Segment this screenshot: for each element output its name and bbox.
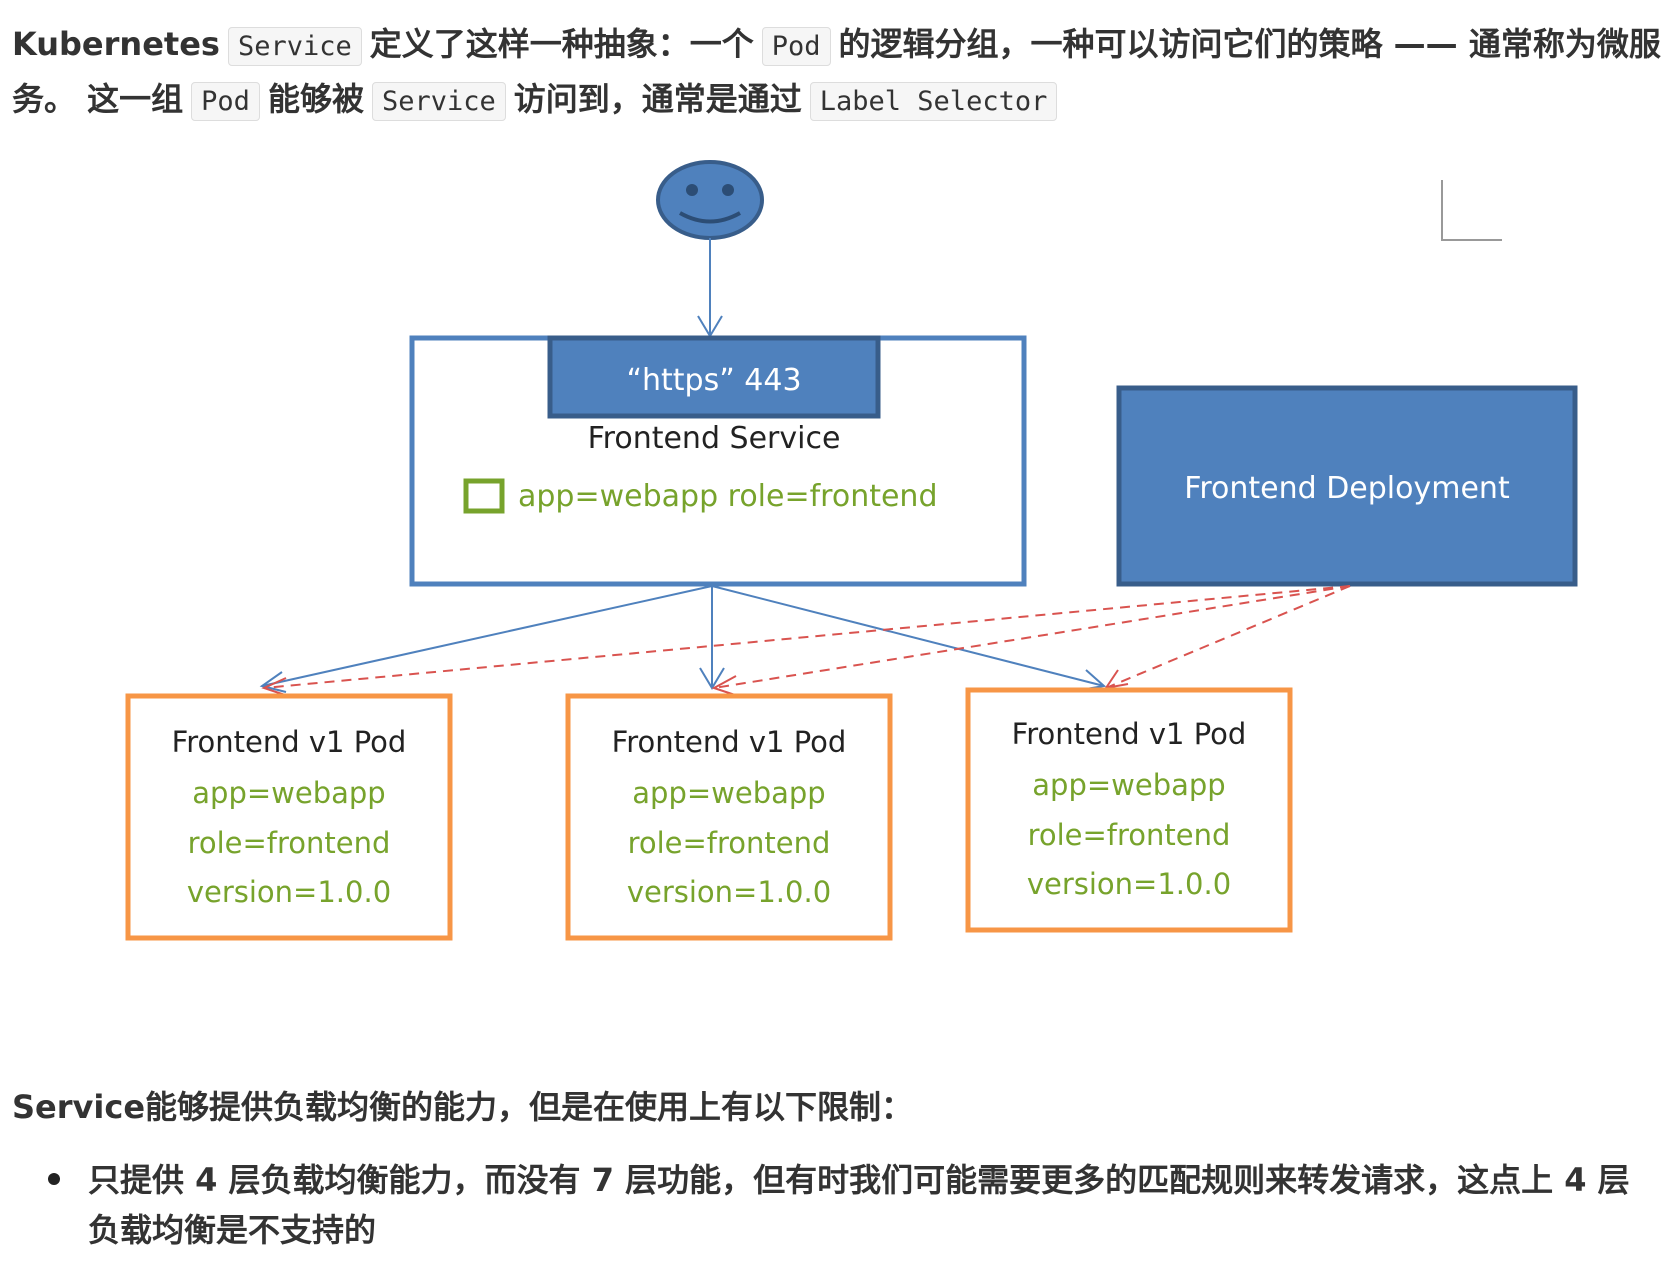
inline-code-service: Service bbox=[227, 27, 362, 66]
service-name: Frontend Service bbox=[588, 421, 841, 456]
intro-text-2: 定义了这样一种抽象：一个 bbox=[369, 25, 754, 63]
user-to-service-arrow bbox=[697, 238, 723, 338]
pod-name: Frontend v1 Pod bbox=[612, 725, 847, 759]
pod-label-app: app=webapp bbox=[192, 776, 385, 810]
service-selector: app=webapp role=frontend bbox=[518, 479, 938, 514]
pod-box-2: Frontend v1 Pod app=webapp role=frontend… bbox=[565, 693, 893, 941]
deployment-name: Frontend Deployment bbox=[1184, 471, 1510, 506]
intro-text-3: 的逻辑分组，一种可以访问它们的策略 —— 通常称为微服务。 这一组 bbox=[12, 25, 1661, 118]
intro-text-1: Kubernetes bbox=[12, 25, 220, 63]
intro-text-5: 访问到，通常是通过 bbox=[513, 80, 802, 118]
intro-text-4: 能够被 bbox=[267, 80, 364, 118]
pod-name: Frontend v1 Pod bbox=[1012, 717, 1247, 751]
corner-mark bbox=[1441, 180, 1502, 241]
deployment-to-pods-arrows bbox=[263, 585, 1351, 689]
pod-label-role: role=frontend bbox=[188, 826, 391, 860]
bullet-icon bbox=[48, 1173, 60, 1185]
pod-box-3: Frontend v1 Pod app=webapp role=frontend… bbox=[965, 687, 1293, 933]
port-label: “https” 443 bbox=[626, 363, 801, 398]
inline-code-pod-2: Pod bbox=[191, 82, 260, 121]
pod-label-version: version=1.0.0 bbox=[187, 875, 391, 909]
port-header-box bbox=[547, 335, 881, 419]
pod-box-1: Frontend v1 Pod app=webapp role=frontend… bbox=[125, 693, 453, 941]
user-smiley-icon bbox=[656, 160, 764, 240]
pod-label-app: app=webapp bbox=[1032, 768, 1225, 802]
label-selector-icon bbox=[463, 478, 505, 514]
pod-label-app: app=webapp bbox=[632, 776, 825, 810]
frontend-deployment-box bbox=[1116, 385, 1578, 587]
pod-label-role: role=frontend bbox=[628, 826, 831, 860]
limits-list: 只提供 4 层负载均衡能力，而没有 7 层功能，但有时我们可能需要更多的匹配规则… bbox=[0, 1155, 1674, 1255]
pod-name: Frontend v1 Pod bbox=[172, 725, 407, 759]
pod-label-version: version=1.0.0 bbox=[1027, 867, 1231, 901]
service-to-pods-arrows bbox=[259, 585, 1107, 693]
pod-label-role: role=frontend bbox=[1028, 818, 1231, 852]
inline-code-label-selector: Label Selector bbox=[809, 82, 1058, 121]
inline-code-service-2: Service bbox=[371, 82, 506, 121]
pod-label-version: version=1.0.0 bbox=[627, 875, 831, 909]
list-item-text: 只提供 4 层负载均衡能力，而没有 7 层功能，但有时我们可能需要更多的匹配规则… bbox=[88, 1161, 1630, 1249]
service-diagram: “https” 443 Frontend Service app=webapp … bbox=[0, 140, 1674, 980]
list-item: 只提供 4 层负载均衡能力，而没有 7 层功能，但有时我们可能需要更多的匹配规则… bbox=[0, 1155, 1674, 1255]
inline-code-pod: Pod bbox=[761, 27, 831, 66]
limits-heading: Service能够提供负载均衡的能力，但是在使用上有以下限制： bbox=[12, 1088, 914, 1126]
